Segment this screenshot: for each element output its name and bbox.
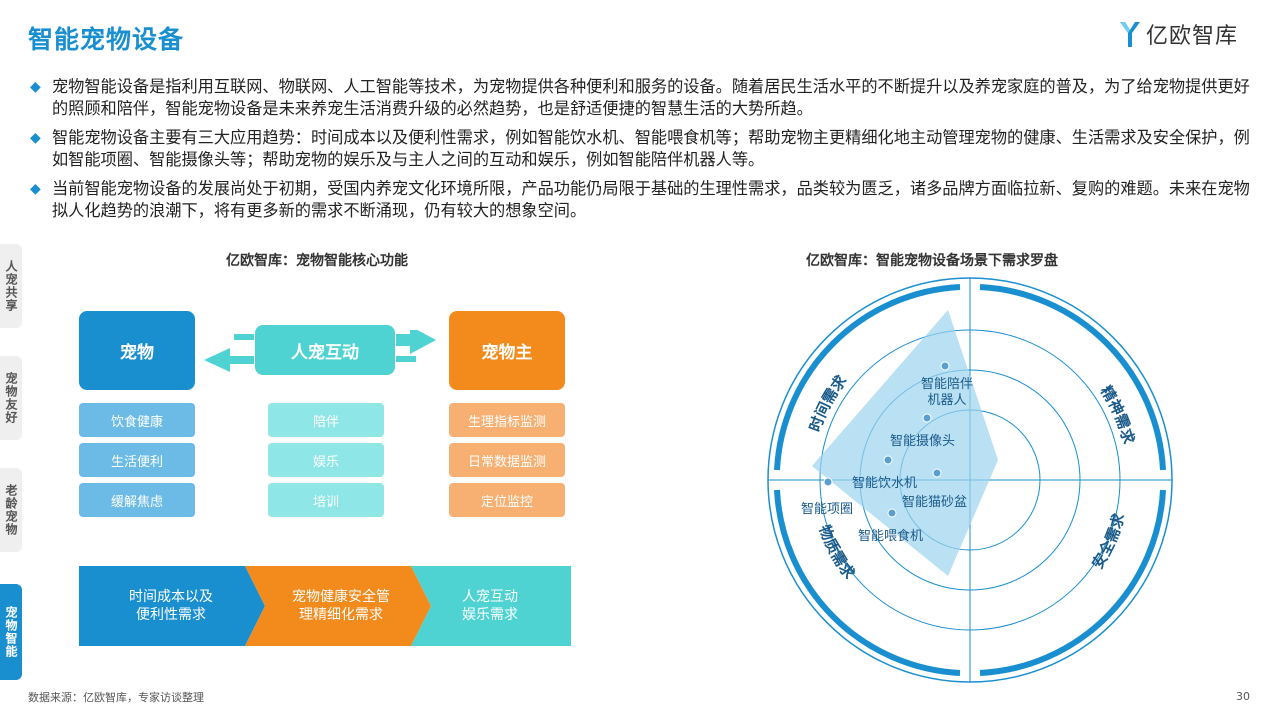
demand-compass: 时间需求 精神需求 物质需求 安全需求 [767, 277, 1173, 683]
right-chart-title: 亿欧智库：智能宠物设备场景下需求罗盘 [806, 253, 1058, 269]
device-dot [887, 508, 897, 518]
trend-chevrons [79, 566, 571, 646]
quadrant-material-label: 物质需求 [815, 522, 859, 583]
device-camera-label: 智能摄像头 [890, 434, 956, 449]
device-dot [883, 455, 893, 465]
brand-logo: 亿欧智库 [1118, 18, 1238, 50]
bullet-text: 当前智能宠物设备的发展尚处于初期，受国内养宠文化环境所限，产品功能仍局限于基础的… [52, 179, 1250, 220]
bullet-item: ◆ 宠物智能设备是指利用互联网、物联网、人工智能等技术，为宠物提供各种便利和服务… [30, 76, 1260, 120]
owner-block: 宠物主 [449, 311, 565, 390]
quadrant-spirit-label: 精神需求 [1097, 383, 1138, 447]
bullet-item: ◆ 当前智能宠物设备的发展尚处于初期，受国内养宠文化环境所限，产品功能仍局限于基… [30, 178, 1260, 222]
quadrant-safety-label: 安全需求 [1088, 510, 1128, 572]
diamond-icon: ◆ [30, 130, 41, 146]
page-number: 30 [1236, 690, 1250, 703]
owner-item: 日常数据监测 [449, 443, 565, 477]
interaction-item: 陪伴 [268, 403, 384, 437]
owner-item: 生理指标监测 [449, 403, 565, 437]
trend-interaction: 人宠互动 娱乐需求 [462, 589, 518, 623]
interaction-block: 人宠互动 [255, 325, 395, 375]
trend-safety: 宠物健康安全管 理精细化需求 [292, 589, 390, 623]
bullet-text: 宠物智能设备是指利用互联网、物联网、人工智能等技术，为宠物提供各种便利和服务的设… [52, 77, 1250, 118]
interaction-arrows [204, 330, 436, 372]
page-title: 智能宠物设备 [28, 25, 185, 54]
device-water-label: 智能饮水机 [852, 476, 918, 491]
pet-item: 生活便利 [79, 443, 195, 477]
side-tab-elderly[interactable]: 老龄宠物 [0, 468, 22, 552]
bullet-item: ◆ 智能宠物设备主要有三大应用趋势：时间成本以及便利性需求，例如智能饮水机、智能… [30, 127, 1260, 171]
diamond-icon: ◆ [30, 181, 41, 197]
bullet-text: 智能宠物设备主要有三大应用趋势：时间成本以及便利性需求，例如智能饮水机、智能喂食… [52, 128, 1250, 169]
left-chart-title: 亿欧智库：宠物智能核心功能 [226, 253, 408, 269]
pet-block: 宠物 [79, 311, 195, 390]
device-collar-label: 智能项圈 [801, 502, 854, 517]
device-litter-label: 智能猫砂盆 [902, 495, 968, 510]
svg-text:物质需求: 物质需求 [815, 522, 859, 583]
source-note: 数据来源：亿欧智库，专家访谈整理 [28, 691, 204, 704]
device-dot [940, 361, 950, 371]
quadrant-time-label: 时间需求 [806, 371, 851, 434]
device-feeder-label: 智能喂食机 [858, 529, 924, 544]
device-dot [823, 477, 833, 487]
bullet-list: ◆ 宠物智能设备是指利用互联网、物联网、人工智能等技术，为宠物提供各种便利和服务… [30, 76, 1260, 229]
device-dot [922, 413, 932, 423]
logo-icon [1120, 22, 1140, 47]
interaction-item: 娱乐 [268, 443, 384, 477]
pet-item: 饮食健康 [79, 403, 195, 437]
side-tab-smart[interactable]: 宠物智能 [0, 584, 22, 680]
svg-text:时间需求: 时间需求 [806, 371, 851, 434]
device-robot-label: 智能陪伴 机器人 [920, 377, 973, 408]
diamond-icon: ◆ [30, 79, 41, 95]
side-tab-shared[interactable]: 人宠共享 [0, 244, 22, 328]
side-tab-friendly[interactable]: 宠物友好 [0, 356, 22, 440]
trend-time: 时间成本以及 便利性需求 [129, 589, 213, 623]
logo-text: 亿欧智库 [1146, 24, 1239, 49]
device-dot [932, 468, 942, 478]
owner-item: 定位监控 [449, 483, 565, 517]
svg-text:安全需求: 安全需求 [1088, 510, 1128, 572]
interaction-item: 培训 [268, 483, 384, 517]
pet-item: 缓解焦虑 [79, 483, 195, 517]
svg-text:精神需求: 精神需求 [1097, 383, 1138, 447]
